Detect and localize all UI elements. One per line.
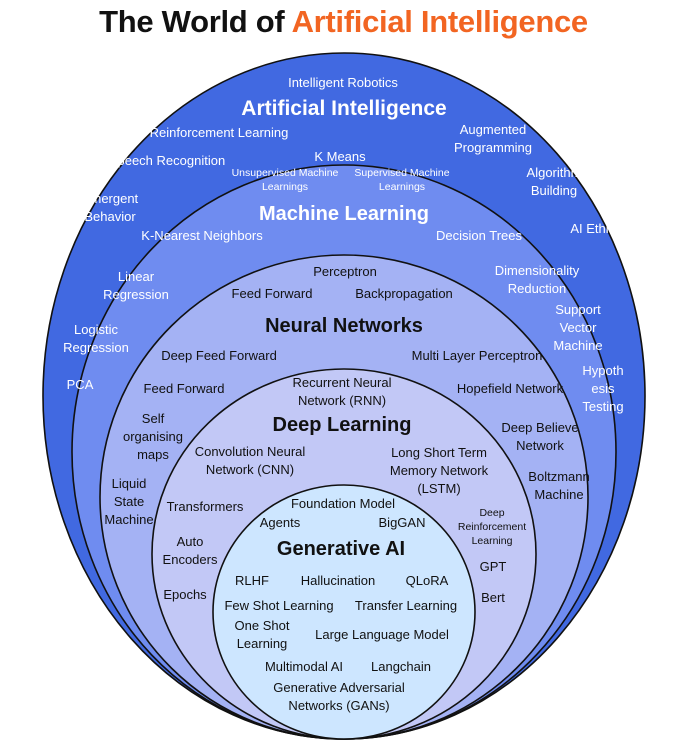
label-multimodal-ai: Multimodal AI bbox=[264, 659, 344, 674]
label-few-shot-learning: Few Shot Learning bbox=[224, 598, 334, 613]
label-ai-ethics: AI Ethics bbox=[570, 221, 622, 236]
label-auto-encoders: Auto Encoders bbox=[162, 534, 218, 567]
label-perceptron: Perceptron bbox=[313, 264, 377, 279]
label-rnn: Recurrent Neural Network (RNN) bbox=[292, 375, 392, 408]
label-agents: Agents bbox=[259, 515, 301, 530]
heading-deep-learning: Deep Learning bbox=[272, 414, 412, 436]
label-gpt: GPT bbox=[479, 559, 507, 574]
label-transformers: Transformers bbox=[166, 499, 244, 514]
label-pca: PCA bbox=[66, 377, 94, 392]
label-unsupervised-learning: Unsupervised Machine Learnings bbox=[231, 167, 339, 193]
heading-generative-ai: Generative AI bbox=[276, 538, 406, 560]
label-deep-believe-network: Deep Believe Network bbox=[501, 420, 579, 453]
label-gans: Generative Adversarial Networks (GANs) bbox=[273, 680, 405, 713]
label-deep-feed-forward: Deep Feed Forward bbox=[161, 348, 277, 363]
label-dimensionality-reduction: Dimensionality Reduction bbox=[494, 263, 580, 296]
label-speech-recognition: Speech Recognition bbox=[108, 153, 226, 168]
label-foundation-model: Foundation Model bbox=[290, 496, 396, 511]
label-cnn: Convolution Neural Network (CNN) bbox=[194, 444, 306, 477]
label-epochs: Epochs bbox=[163, 587, 207, 602]
label-one-shot-learning: One Shot Learning bbox=[234, 618, 290, 651]
label-transfer-learning: Transfer Learning bbox=[354, 598, 458, 613]
label-decision-trees: Decision Trees bbox=[436, 228, 522, 243]
label-boltzmann-machine: Boltzmann Machine bbox=[528, 469, 590, 502]
heading-neural-networks: Neural Networks bbox=[265, 315, 423, 337]
label-bert: Bert bbox=[481, 590, 505, 605]
label-supervised-learning: Supervised Machine Learnings bbox=[354, 167, 450, 193]
label-multi-layer-perceptron: Multi Layer Perceptron bbox=[411, 348, 543, 363]
genai-circle bbox=[212, 484, 476, 740]
label-linear-regression: Linear Regression bbox=[103, 269, 169, 302]
label-large-language-model: Large Language Model bbox=[315, 627, 449, 642]
label-hypothesis-testing: Hypoth esis Testing bbox=[582, 363, 624, 414]
label-feed-forward-top: Feed Forward bbox=[231, 286, 313, 301]
label-qlora: QLoRA bbox=[405, 573, 449, 588]
title-accent: Artificial Intelligence bbox=[291, 4, 589, 39]
label-algorithm-building: Algorithm Building bbox=[526, 165, 582, 198]
label-intelligent-robotics: Intelligent Robotics bbox=[288, 75, 398, 90]
label-hallucination: Hallucination bbox=[300, 573, 376, 588]
label-hopfield-network: Hopefield Network bbox=[456, 381, 564, 396]
label-k-nearest-neighbors: K-Nearest Neighbors bbox=[141, 228, 263, 243]
label-reinforcement-learning: Reinforcement Learning bbox=[149, 125, 289, 140]
page-title: The World of Artificial Intelligence bbox=[0, 4, 687, 40]
label-emergent-behavior: Emergent Behavior bbox=[81, 191, 139, 224]
label-augmented-programming: Augmented Programming bbox=[453, 122, 533, 155]
label-feed-forward-left: Feed Forward bbox=[143, 381, 225, 396]
heading-artificial-intelligence: Artificial Intelligence bbox=[241, 97, 447, 120]
label-backpropagation: Backpropagation bbox=[355, 286, 453, 301]
label-logistic-regression: Logistic Regression bbox=[63, 322, 129, 355]
label-k-means: K Means bbox=[314, 149, 366, 164]
label-self-organising-maps: Self organising maps bbox=[123, 411, 183, 462]
label-rlhf: RLHF bbox=[235, 573, 269, 588]
label-lstm: Long Short Term Memory Network (LSTM) bbox=[389, 445, 489, 496]
label-deep-reinforcement-learning: Deep Reinforcement Learning bbox=[457, 507, 527, 547]
title-prefix: The World of bbox=[99, 4, 292, 39]
label-langchain: Langchain bbox=[371, 659, 431, 674]
heading-machine-learning: Machine Learning bbox=[258, 203, 430, 225]
label-support-vector-machine: Support Vector Machine bbox=[553, 302, 603, 353]
label-liquid-state-machine: Liquid State Machine bbox=[104, 476, 154, 527]
label-biggan: BigGAN bbox=[378, 515, 426, 530]
